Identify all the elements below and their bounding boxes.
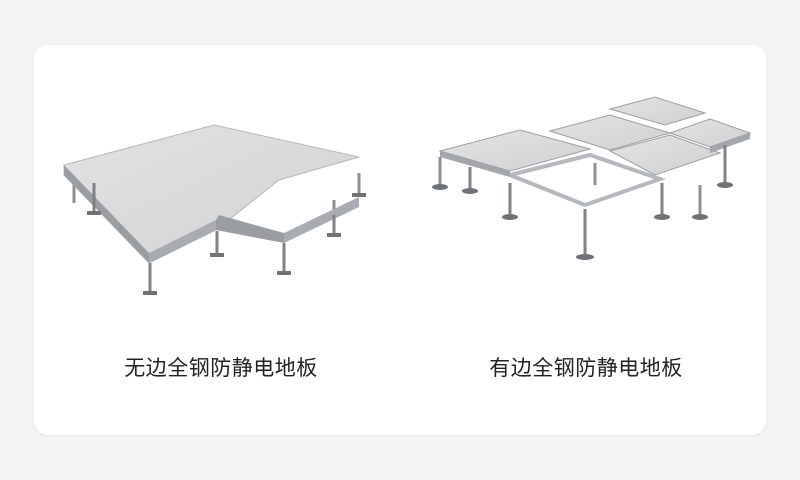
product-card: 无边全钢防静电地板 <box>34 45 766 435</box>
product-label: 无边全钢防静电地板 <box>124 356 318 380</box>
product-borderless: 无边全钢防静电地板 <box>34 45 400 435</box>
product-with-stringer: 有边全钢防静电地板 <box>400 45 766 435</box>
raised-floor-panel-with-stringer-icon <box>432 96 752 260</box>
product-label: 有边全钢防静电地板 <box>489 356 683 380</box>
raised-floor-panel-borderless-icon <box>63 124 366 295</box>
